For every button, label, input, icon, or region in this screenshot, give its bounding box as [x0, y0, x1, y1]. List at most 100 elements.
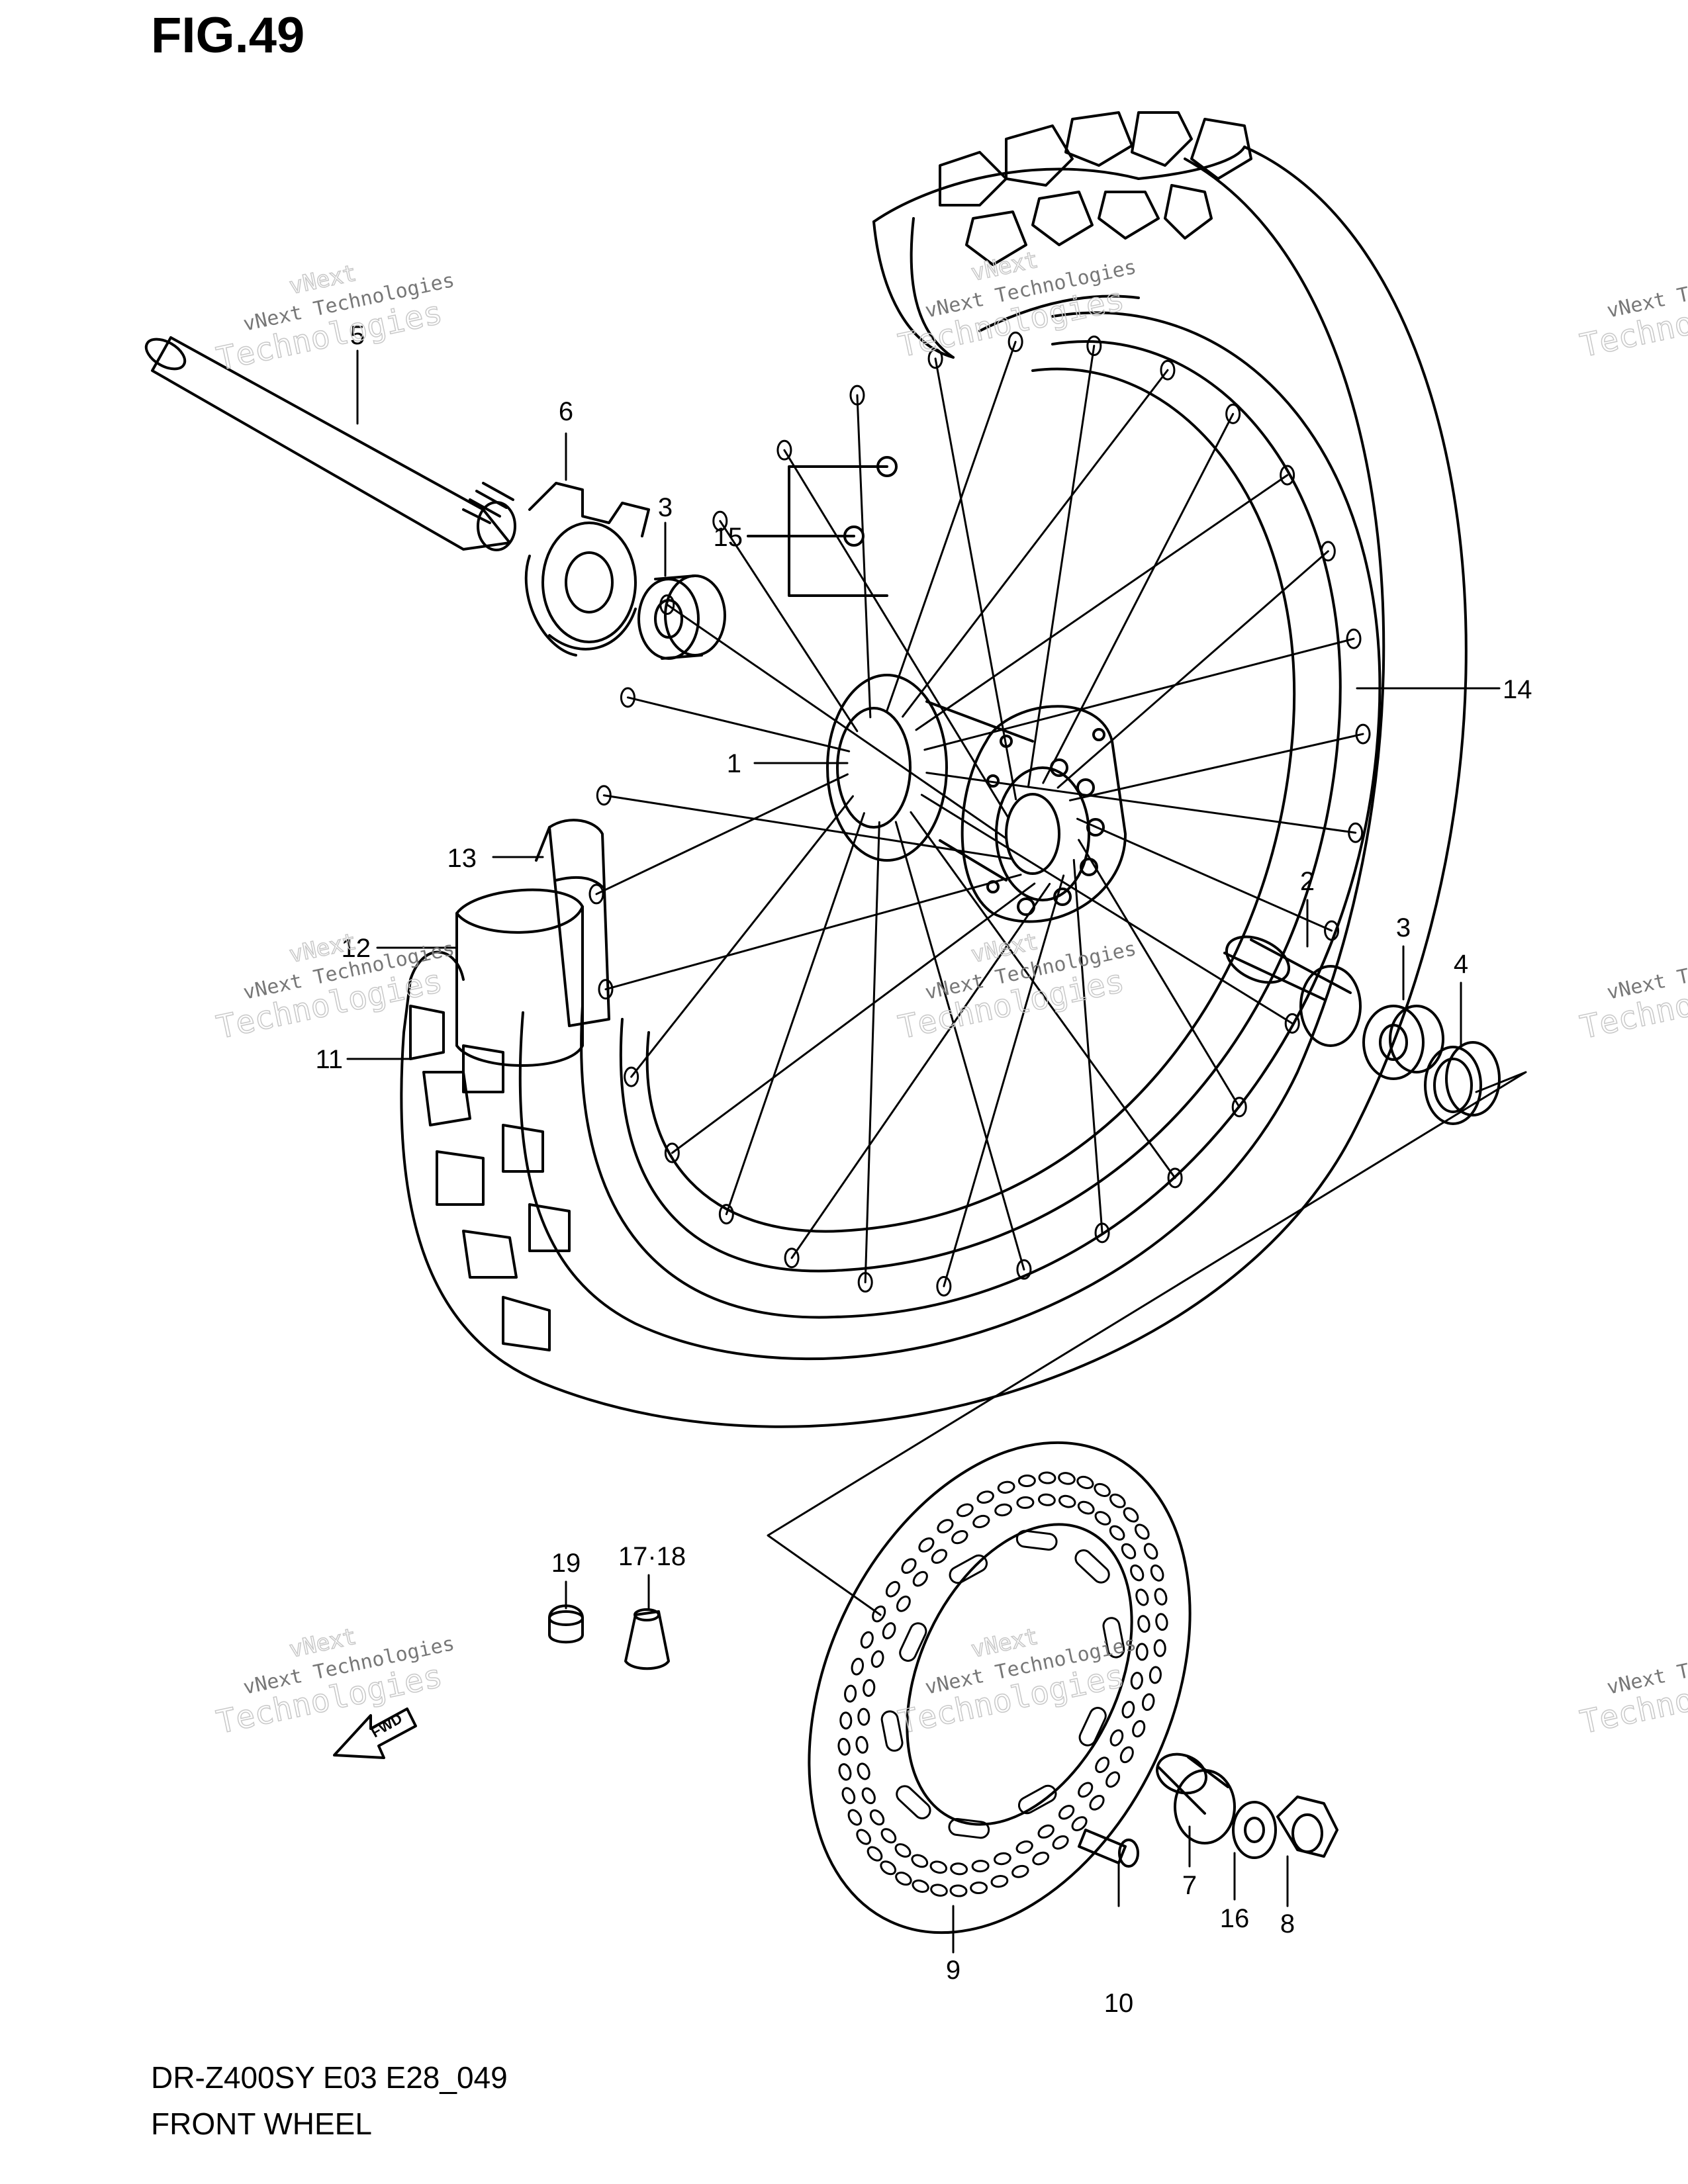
disc-hole — [1076, 1475, 1094, 1490]
disc-slot — [880, 1710, 904, 1752]
disc-hole — [1132, 1719, 1146, 1738]
watermark: vNext Technologies Technologies — [1577, 255, 1688, 365]
spoke — [920, 794, 1293, 1024]
brake-disc-holes — [837, 1471, 1168, 1897]
spoke — [894, 821, 1025, 1271]
disc-hole — [1071, 1816, 1088, 1831]
front-axle — [144, 336, 516, 551]
disc-hole — [972, 1514, 990, 1529]
spoke-nipple — [1355, 723, 1371, 745]
disc-hole — [912, 1879, 929, 1893]
disc-hole — [855, 1736, 868, 1754]
disc-hole — [1149, 1666, 1162, 1684]
disc-hole — [882, 1622, 896, 1639]
watermark: vNext Technologies vNext Technologies — [213, 259, 457, 379]
disc-hole — [930, 1884, 948, 1897]
disc-hole — [901, 1558, 917, 1574]
callout-13: 13 — [447, 844, 477, 873]
callout-9: 9 — [946, 1956, 961, 1985]
watermark: vNext Technologies vNext Technologies — [895, 928, 1139, 1047]
spoke-nipple — [664, 1142, 680, 1163]
disc-hole — [1119, 1746, 1134, 1764]
disc-hole — [971, 1860, 990, 1873]
disc-hole — [912, 1570, 928, 1587]
spoke-nipple — [1086, 335, 1102, 356]
spoke-nipple — [1280, 465, 1295, 486]
disc-slot — [1102, 1617, 1125, 1659]
disc-hole — [880, 1828, 897, 1844]
speedometer-gearbox — [524, 482, 650, 657]
disc-hole — [950, 1862, 968, 1876]
disc-hole — [1143, 1543, 1158, 1560]
spoke-nipple — [849, 385, 865, 406]
disc-hole — [851, 1657, 865, 1676]
disc-hole — [1141, 1693, 1155, 1711]
section-name: FRONT WHEEL — [151, 2107, 372, 2141]
spoke-nipple — [588, 884, 604, 905]
callout-4: 4 — [1454, 950, 1468, 979]
callout-5: 5 — [350, 321, 365, 350]
valve-body — [624, 1608, 670, 1670]
callout-17-18: 17·18 — [618, 1542, 686, 1571]
spoke-nipples — [747, 456, 898, 597]
spoke — [943, 874, 1065, 1287]
spoke-nipple — [1284, 1013, 1300, 1034]
front-tire — [400, 111, 1468, 1428]
callout-10: 10 — [1104, 1989, 1134, 2018]
disc-hole — [885, 1580, 900, 1598]
disc-hole — [838, 1763, 852, 1781]
callout-12: 12 — [342, 934, 371, 963]
disc-hole — [1109, 1525, 1125, 1541]
valve-cap — [548, 1604, 584, 1644]
disc-hole — [990, 1875, 1009, 1888]
disc-hole — [861, 1787, 876, 1805]
disc-hole — [1155, 1613, 1168, 1631]
disc-hole — [937, 1519, 954, 1533]
callout-8: 8 — [1280, 1909, 1295, 1938]
spoke-nipple — [1094, 1222, 1110, 1244]
disc-hole — [976, 1490, 994, 1504]
watermark: vNext Technologies vNext Technologies — [213, 928, 457, 1047]
callout-16: 16 — [1220, 1904, 1250, 1933]
callout-6: 6 — [559, 397, 573, 426]
disc-hole — [1015, 1840, 1033, 1854]
spoke-nipple — [712, 510, 728, 531]
disc-hole — [1135, 1588, 1149, 1606]
oil-seal — [1424, 1041, 1501, 1125]
model-code: DR-Z400SY E03 E28_049 — [151, 2060, 508, 2095]
spoke — [925, 772, 1357, 834]
spoke — [923, 637, 1355, 751]
disc-slot — [1015, 1529, 1058, 1551]
watermarks: vNext Technologies vNext Technologies vN… — [213, 246, 1688, 1742]
leader-lines — [346, 349, 1527, 1954]
spoke — [915, 474, 1289, 731]
spoke — [1027, 344, 1096, 788]
disc-hole — [1052, 1835, 1069, 1850]
spoke — [1068, 733, 1364, 801]
tire-rim-protector — [455, 888, 584, 1067]
disc-hole — [894, 1843, 912, 1858]
spoke-nipple — [1320, 541, 1336, 562]
disc-hole — [869, 1809, 885, 1826]
disc-hole — [1154, 1588, 1168, 1606]
disc-hole — [1135, 1643, 1149, 1661]
callout-14: 14 — [1503, 675, 1532, 704]
disc-hole — [1037, 1824, 1055, 1839]
spoke — [602, 794, 1012, 860]
axle-spacer — [1223, 935, 1362, 1047]
spoke-nipple — [598, 979, 614, 1000]
callout-numbers: 5 6 3 15 1 14 13 12 11 2 3 4 19 17·18 7 … — [315, 321, 1532, 2018]
watermark: vNext Technologies vNext Technologies — [213, 1623, 457, 1742]
disc-hole — [1016, 1496, 1035, 1509]
disc-hole — [847, 1809, 863, 1826]
spoke-nipple — [784, 1248, 800, 1269]
spoke-nipple — [620, 687, 635, 708]
spoke — [604, 874, 1022, 991]
brake-disc — [808, 1441, 1192, 1934]
disc-hole — [860, 1631, 874, 1649]
disc-hole — [880, 1860, 897, 1876]
spoke — [783, 449, 1009, 819]
disc-hole — [857, 1762, 870, 1780]
spoke — [1072, 858, 1103, 1234]
